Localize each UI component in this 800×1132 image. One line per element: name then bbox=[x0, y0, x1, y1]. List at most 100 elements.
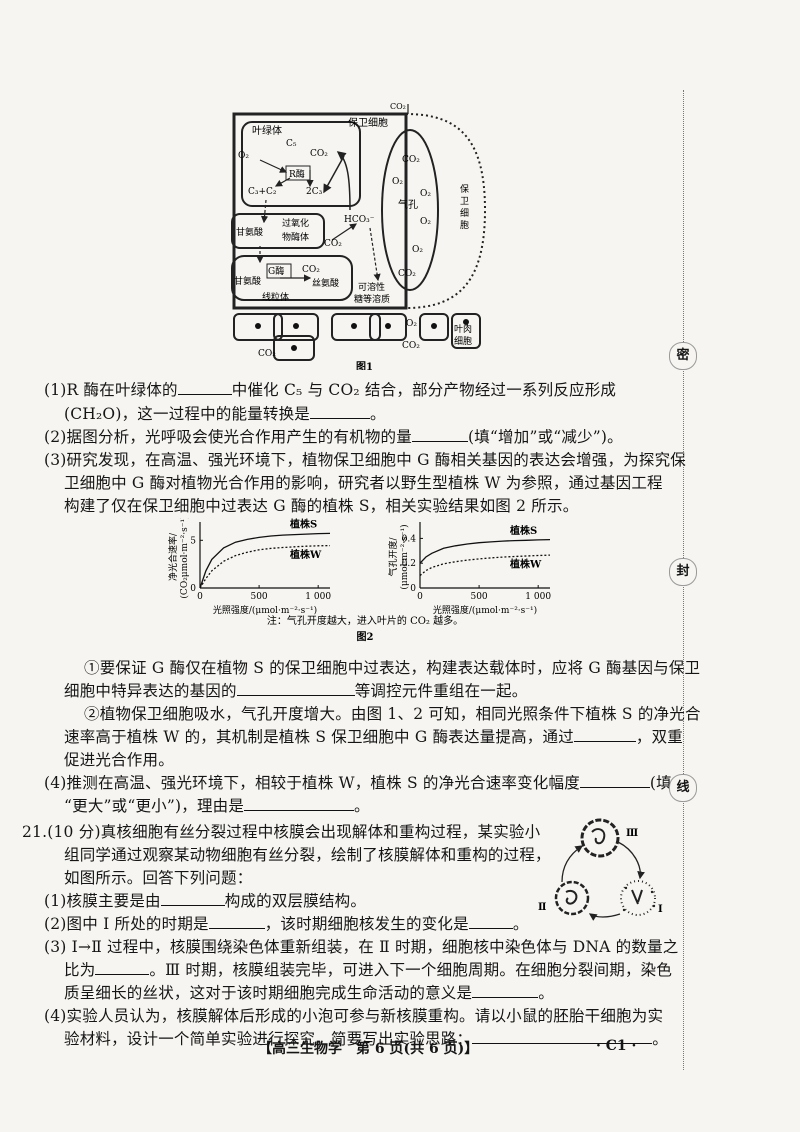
chart1-y-tick-label: 5 bbox=[190, 536, 196, 546]
o2-stoma-1: O₂ bbox=[392, 177, 403, 187]
q20-sub1-line2: 细胞中特异表达的基因的等调控元件重组在一起。 bbox=[64, 681, 528, 700]
answer-blank[interactable] bbox=[472, 983, 539, 998]
answer-blank[interactable] bbox=[236, 681, 355, 696]
answer-blank[interactable] bbox=[244, 796, 355, 811]
chart2-series-s-line bbox=[419, 538, 551, 564]
r-enzyme-label: R酶 bbox=[289, 168, 305, 180]
chart1-series-w-label: 植株W bbox=[289, 548, 322, 561]
serine-label: 丝氨酸 bbox=[312, 277, 339, 289]
q21-part3-line2: 比为。Ⅲ 时期，核膜组装完毕，可进入下一个细胞周期。在细胞分裂间期，染色 bbox=[64, 960, 673, 979]
guard-right-1: 保 bbox=[460, 183, 469, 195]
soluble-sugar-label-1: 可溶性 bbox=[358, 281, 385, 293]
q20-sub1-line1: ①要保证 G 酶仅在植物 S 的保卫细胞中过表达，构建表达载体时，应将 G 酶基… bbox=[84, 659, 701, 677]
answer-blank[interactable] bbox=[177, 380, 232, 395]
q20-part4-line2: “更大”或“更小”)，理由是。 bbox=[64, 796, 370, 815]
c3c2-label: C₃+C₂ bbox=[248, 187, 277, 197]
chart2-x-label: 光照强度/(μmol·m⁻²·s⁻¹) bbox=[433, 604, 537, 616]
page-code: · C1 · bbox=[596, 1038, 637, 1054]
chart1-y-label-1: 净光合速率/ bbox=[167, 532, 179, 581]
q20-part2: (2)据图分析，光呼吸会使光合作用产生的有机物的量(填“增加”或“减少”)。 bbox=[44, 427, 623, 446]
stage-i-label: Ⅰ bbox=[658, 904, 663, 915]
chart1-x-tick-label: 1 000 bbox=[305, 592, 331, 602]
chart2-x-tick-label: 1 000 bbox=[525, 592, 551, 602]
2c3-label: 2C₃ bbox=[306, 187, 323, 197]
o2-stoma-2: O₂ bbox=[420, 189, 431, 199]
g-enzyme-label: G酶 bbox=[268, 265, 284, 277]
answer-blank[interactable] bbox=[310, 404, 370, 419]
answer-blank[interactable] bbox=[468, 914, 513, 929]
guard-cell-label: 保卫细胞 bbox=[348, 116, 388, 129]
q21-intro-line3: 如图所示。回答下列问题： bbox=[64, 869, 253, 887]
chart2-series-w-label: 植株W bbox=[509, 558, 542, 571]
chart1-x-label: 光照强度/(μmol·m⁻²·s⁻¹) bbox=[213, 604, 317, 616]
guard-right-2: 卫 bbox=[460, 197, 469, 207]
peroxisome-label-2: 物酶体 bbox=[282, 231, 309, 243]
co2-stoma-label: CO₂ bbox=[402, 155, 420, 165]
answer-blank[interactable] bbox=[579, 773, 650, 788]
chart1-series-s-label: 植株S bbox=[289, 518, 317, 531]
q21-part3-line1: (3) Ⅰ→Ⅱ 过程中，核膜围绕染色体重新组装，在 Ⅱ 时期，细胞核中染色体与 … bbox=[44, 938, 679, 956]
chart1-x-tick-label: 500 bbox=[250, 592, 267, 602]
margin-char-line: 线 bbox=[669, 774, 697, 802]
answer-blank[interactable] bbox=[95, 960, 150, 975]
stage-ii-label: Ⅱ bbox=[538, 902, 546, 913]
chart2-x-tick-label: 0 bbox=[417, 592, 423, 602]
figure-2-charts: 0 500 1 000 0 5 植株S 植株W 净光合速率/(CO₂μmol·m⁻²·s⁻¹)… bbox=[167, 518, 551, 643]
q20-part1-line2: (CH₂O)，这一过程中的能量转换是。 bbox=[64, 404, 386, 423]
q20-sub2-line2: 速率高于植株 W 的，其机制是植株 S 保卫细胞中 G 酶表达量提高，通过，双重 bbox=[64, 727, 684, 746]
q20-part4-line1: (4)推测在高温、强光环境下，相较于植株 W，植株 S 的净光合速率变化幅度(填 bbox=[44, 773, 672, 792]
answer-blank[interactable] bbox=[208, 914, 265, 929]
fig2-note: 注：气孔开度越大，进入叶片的 CO₂ 越多。 bbox=[267, 614, 463, 627]
figure-1-diagram: 叶绿体 保卫细胞 CO₂ C₅ O₂ CO₂ R酶 C₃+C₂ 2C₃ 甘氨酸 … bbox=[231, 102, 487, 370]
q21-intro-line2: 组同学通过观察某动物细胞有丝分裂，绘制了核膜解体和重构的过程， bbox=[64, 846, 551, 864]
chart2-y-label-2: (μmol·m⁻²·s⁻¹) bbox=[399, 524, 410, 589]
answer-blank[interactable] bbox=[160, 891, 225, 906]
glycine-label-2: 甘氨酸 bbox=[234, 275, 261, 287]
mesophyll-label-2: 细胞 bbox=[454, 335, 472, 347]
co2-top-label: CO₂ bbox=[390, 102, 406, 111]
answer-blank[interactable] bbox=[411, 427, 468, 442]
o2-stoma-3: O₂ bbox=[420, 217, 431, 227]
hco3-label: HCO₃⁻ bbox=[344, 215, 375, 225]
margin-char-seal-2: 封 bbox=[669, 558, 697, 586]
o2-label: O₂ bbox=[238, 151, 249, 161]
soluble-sugar-label-2: 糖等溶质 bbox=[354, 293, 390, 305]
q20-sub2-line1: ②植物保卫细胞吸水，气孔开度增大。由图 1、2 可知，相同光照条件下植株 S 的… bbox=[84, 705, 701, 723]
co2-mito-label: CO₂ bbox=[302, 265, 320, 275]
chart2-series-s-label: 植株S bbox=[509, 524, 537, 537]
q21-part4-line1: (4)实验人员认为，核膜解体后形成的小泡可参与新核膜重构。请以小鼠的胚胎干细胞为… bbox=[44, 1007, 664, 1025]
q21-part3-line3: 质呈细长的丝状，这对于该时期细胞完成生命活动的意义是。 bbox=[64, 983, 554, 1002]
answer-blank[interactable] bbox=[573, 727, 636, 742]
chart2-y-tick-label: 0.4 bbox=[402, 534, 417, 544]
co2-mid-label: CO₂ bbox=[324, 239, 342, 249]
chart1-series-w-line bbox=[199, 544, 331, 589]
q21-part4-line2: 验材料，设计一个简单实验进行探究，简要写出实验思路：。 bbox=[64, 1029, 668, 1048]
q21-part2: (2)图中 Ⅰ 所处的时期是，该时期细胞核发生的变化是。 bbox=[44, 914, 529, 933]
co2-bottom-right-label: CO₂ bbox=[402, 341, 420, 351]
stoma-label: 气孔 bbox=[398, 198, 418, 211]
q20-part3-line3: 构建了仅在保卫细胞中过表达 G 酶的植株 S，相关实验结果如图 2 所示。 bbox=[64, 497, 579, 515]
chloroplast-label: 叶绿体 bbox=[252, 124, 282, 137]
fig1-caption: 图1 bbox=[356, 361, 373, 370]
mesophyll-label-1: 叶肉 bbox=[454, 323, 472, 335]
glycine-label-1: 甘氨酸 bbox=[236, 226, 263, 238]
stage-iii-label: Ⅲ bbox=[626, 828, 638, 839]
co2-chloro-label: CO₂ bbox=[310, 149, 328, 159]
margin-char-seal: 密 bbox=[669, 342, 697, 370]
nuclear-envelope-cycle-figure: Ⅲ Ⅱ Ⅰ bbox=[538, 818, 663, 921]
guard-right-4: 胞 bbox=[460, 219, 469, 231]
co2-stoma-bottom: CO₂ bbox=[398, 269, 416, 279]
answer-blank[interactable] bbox=[472, 1029, 653, 1044]
q20-part3-line2: 卫细胞中 G 酶对植物光合作用的影响，研究者以野生型植株 W 为参照，通过基因工… bbox=[64, 474, 663, 492]
q20-sub2-line3: 促进光合作用。 bbox=[64, 751, 174, 769]
q21-intro-line1: 21.(10 分)真核细胞有丝分裂过程中核膜会出现解体和重构过程，某实验小 bbox=[22, 823, 541, 841]
c5-label: C₅ bbox=[286, 139, 297, 149]
chart1-x-tick-label: 0 bbox=[197, 592, 203, 602]
o2-bottom-label: O₂ bbox=[406, 319, 417, 329]
chart1-series-s-line bbox=[199, 532, 331, 589]
peroxisome-label-1: 过氧化 bbox=[282, 217, 309, 229]
page-footer: 【高三生物学 第 6 页(共 6 页)】 bbox=[258, 1041, 479, 1057]
chart1-y-label-2: (CO₂μmol·m⁻²·s⁻¹) bbox=[179, 518, 190, 599]
o2-stoma-4: O₂ bbox=[412, 245, 423, 255]
